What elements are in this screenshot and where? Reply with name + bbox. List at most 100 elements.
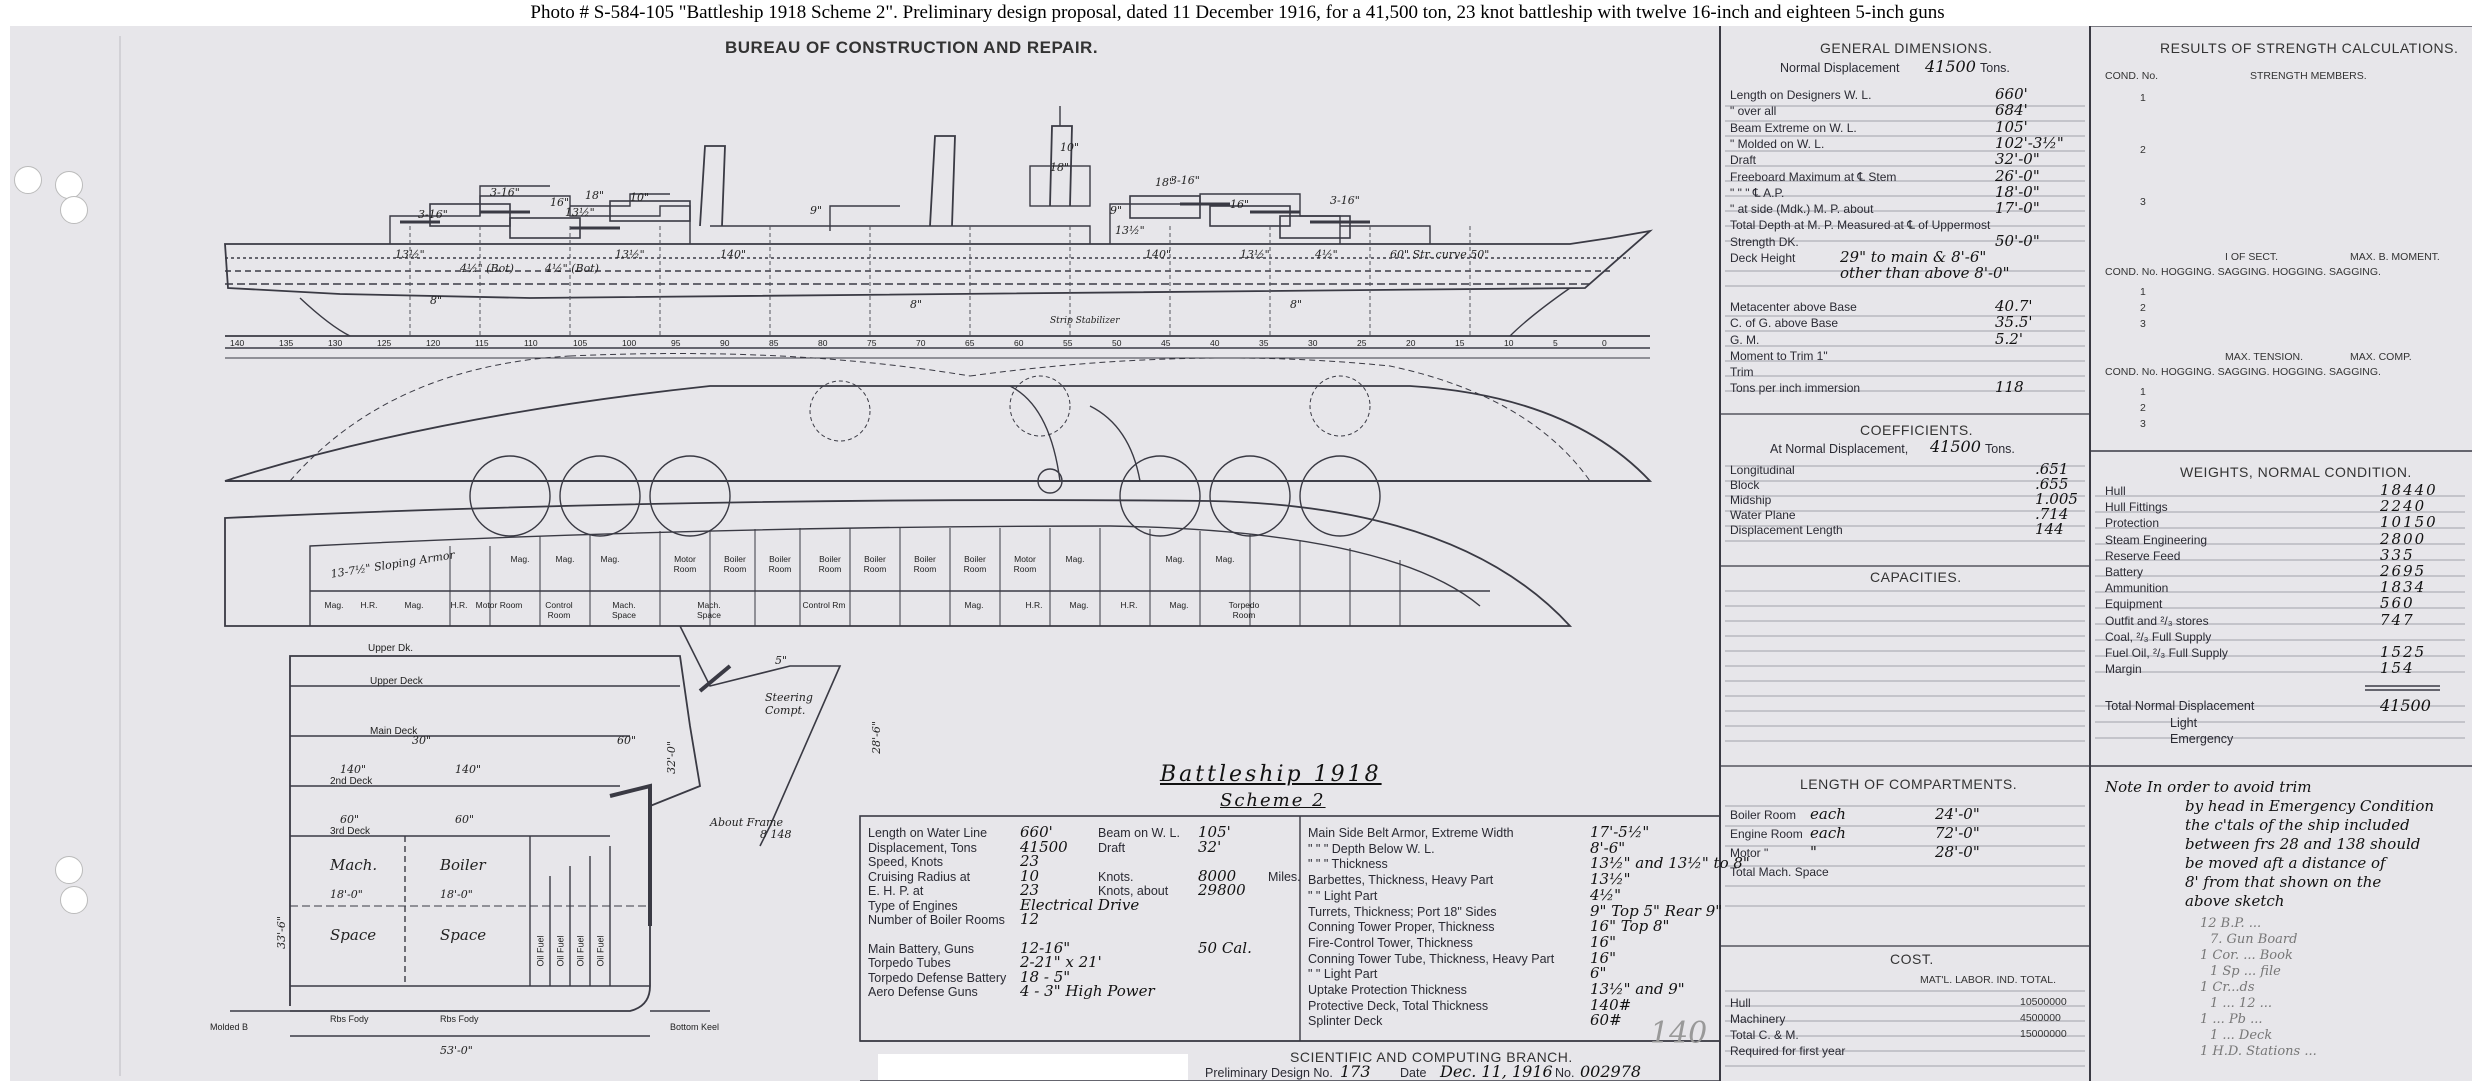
footer-no-label: No. <box>1555 1066 1575 1080</box>
particular-value: 50 Cal. <box>1198 938 1252 957</box>
particular-label: Speed, Knots <box>868 855 944 869</box>
coefficient-label: Water Plane <box>1730 508 1796 522</box>
branch-title: SCIENTIFIC AND COMPUTING BRANCH. <box>1290 1049 1573 1065</box>
frame-number: 70 <box>916 338 926 348</box>
particular-label: Knots, about <box>1098 884 1169 898</box>
about-frame-label: About Frame <box>710 816 783 829</box>
compartment-length-label: Motor " <box>1730 846 1769 860</box>
weight-value: 18440 <box>2380 481 2438 499</box>
bottom-label: Bottom Keel <box>670 1022 720 1032</box>
coefficient-label: Displacement Length <box>1730 523 1843 537</box>
margin-number: 140 <box>1650 1016 1708 1051</box>
weights-total-label: Total Normal Displacement <box>2105 699 2255 713</box>
weight-label: Battery <box>2105 565 2144 579</box>
dimension-label: G. M. <box>1730 332 1760 347</box>
weights-emergency: Emergency <box>2170 732 2234 746</box>
particular-label: " " " Thickness <box>1308 857 1388 872</box>
general-dimensions-tons: Tons. <box>1980 61 2010 75</box>
coefficient-value: .655 <box>2035 475 2069 493</box>
compartment-label: Mag. <box>964 600 984 610</box>
gun-label: 16" <box>550 196 570 209</box>
frame-number: 55 <box>1063 338 1073 348</box>
redacted-stamp <box>878 1054 1188 1080</box>
gun-label: 3-16" <box>418 208 448 221</box>
particular-value: 9" Top 5" Rear 9" <box>1590 901 1723 920</box>
gun-label: 18" <box>1155 176 1175 189</box>
dimension-value: 684' <box>1995 101 2028 120</box>
dimension-value: 50'-0" <box>1995 231 2040 250</box>
frame-number: 75 <box>867 338 877 348</box>
binder-hole <box>60 886 88 914</box>
gun-label: 3-16" <box>1170 174 1200 187</box>
particular-value: 32' <box>1198 837 1222 856</box>
general-dimensions-title: GENERAL DIMENSIONS. <box>1820 40 1993 56</box>
dimension-label: Metacenter above Base <box>1730 299 1857 314</box>
compartment-label: Mag. <box>1069 600 1089 610</box>
dimension-value: 32'-0" <box>1995 150 2040 169</box>
ship-drawing <box>119 26 2472 1081</box>
frame-number-label: 8 148 <box>760 828 792 841</box>
cost-title: COST. <box>1890 951 1934 967</box>
dimension-value: 102'-3½" <box>1995 133 2064 152</box>
deck-label: Main Deck <box>370 726 418 737</box>
dimension-label: Tons per inch immersion <box>1730 381 1861 396</box>
dimension-label: Moment to Trim 1" <box>1730 348 1828 363</box>
gun-label: 3-16" <box>490 186 520 199</box>
particular-value: 29800 <box>1198 881 1246 899</box>
weight-label: Equipment <box>2105 597 2163 612</box>
particular-label: Type of Engines <box>868 898 958 913</box>
particular-value: 4 - 3" High Power <box>1020 982 1155 1000</box>
particular-value: 140# <box>1590 995 1632 1014</box>
frame-number: 20 <box>1406 338 1416 348</box>
dimension-value: 26'-0" <box>1995 166 2040 185</box>
general-dimensions-subtitle: Normal Displacement <box>1780 61 1900 75</box>
strength-cond-3: 3 <box>2140 418 2146 430</box>
note-line: above sketch <box>2185 892 2285 910</box>
particular-label: Aero Defense Guns <box>868 985 978 999</box>
coefficients-title: COEFFICIENTS. <box>1860 422 1974 438</box>
dimension-label: Strength DK. <box>1730 234 1799 249</box>
gun-label: 10" <box>630 191 650 204</box>
particular-label: Draft <box>1098 840 1126 855</box>
compartment-length-label: Total Mach. Space <box>1730 865 1829 879</box>
weight-value: 2695 <box>2380 562 2427 580</box>
strength-cond-1: 1 <box>2140 386 2146 398</box>
note-line: the c'tals of the ship included <box>2185 816 2410 834</box>
frame-number: 135 <box>279 338 294 348</box>
weight-label: Outfit and ²/₃ stores <box>2105 613 2209 628</box>
particular-value: 18 - 5" <box>1020 967 1071 986</box>
gun-label: 16" <box>1230 198 1250 211</box>
bottom-label: Molded B <box>210 1022 249 1032</box>
compartment-length-value: 28'-0" <box>1935 843 1980 861</box>
particular-value: 13½" <box>1590 870 1631 889</box>
gun-label: 8" <box>430 294 443 307</box>
frame-number: 15 <box>1455 338 1465 348</box>
dimension-label: Trim <box>1730 365 1754 380</box>
dimension-value: 29" to main & 8'-6" <box>1840 248 1987 266</box>
particular-label: E. H. P. at <box>868 884 924 898</box>
general-dimensions-disp: 41500 <box>1925 57 1976 76</box>
scribble-line: 7. Gun Board <box>2210 932 2298 947</box>
section-dimension: 140" <box>455 763 482 776</box>
dimension-value: 17'-0" <box>1995 199 2040 218</box>
scribble-line: 12 B.P. ... <box>2200 916 2262 931</box>
cost-value: 15000000 <box>2020 1028 2067 1040</box>
particular-value: 8'-6" <box>1590 838 1626 857</box>
coefficient-value: 1.005 <box>2035 490 2078 508</box>
compartment-label: Boiler Room <box>723 554 747 574</box>
frame-number: 80 <box>818 338 828 348</box>
compartment-label: Mag. <box>1165 554 1185 564</box>
particular-value: 16" <box>1590 948 1616 967</box>
strength-hdr-row2: COND. No. HOGGING. SAGGING. HOGGING. SAG… <box>2105 266 2381 278</box>
compartment-label: Control Room <box>545 600 573 620</box>
binder-hole <box>55 171 83 199</box>
dimension-value: 40.7' <box>1995 296 2033 315</box>
compartment-label: Motor Room <box>475 600 523 610</box>
space-label: Boiler <box>440 856 486 874</box>
particular-label: Beam on W. L. <box>1098 826 1180 840</box>
compartment-label: Mach. Space <box>611 600 637 620</box>
compartment-label: Motor Room <box>1013 554 1037 574</box>
particular-value: 4½" <box>1590 885 1621 904</box>
compartment-label: H.R. <box>1025 600 1043 610</box>
gun-label: 4½" <box>1315 248 1338 261</box>
